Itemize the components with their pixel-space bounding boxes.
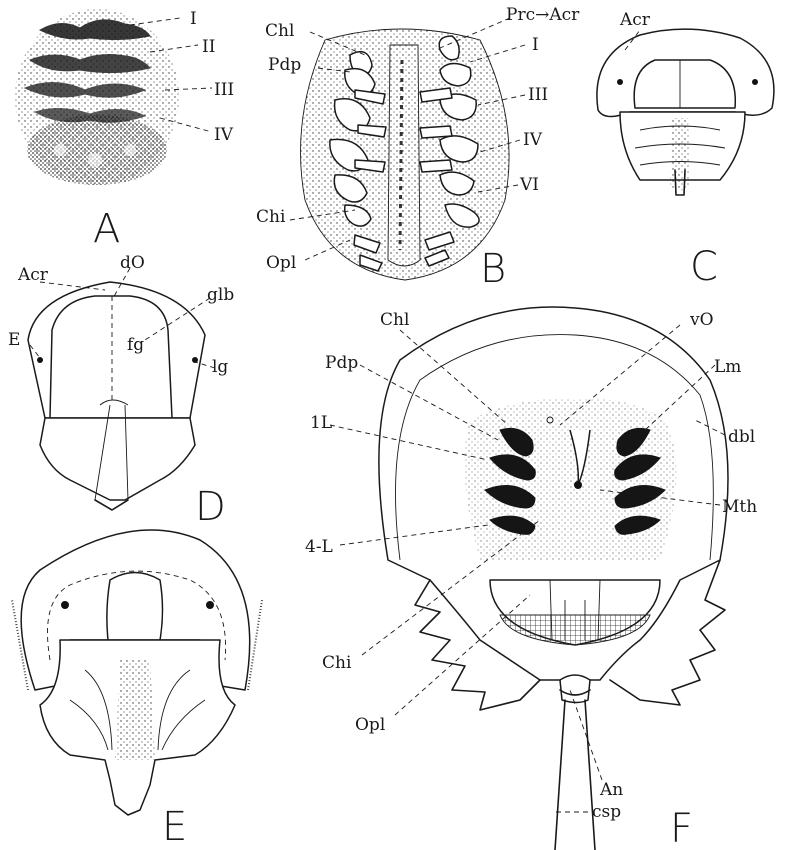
panel-b: Chl Pdp Prc→Acr I III IV VI Chi Opl B [256,5,580,292]
label-f-dbl: dbl [728,427,755,447]
label-b-iii: III [528,85,548,105]
label-b-chi: Chi [256,207,286,227]
label-a-iii: III [214,80,234,100]
panel-e-larva-drawing [12,530,262,815]
panel-b-embryo-drawing [301,29,510,280]
panel-a: I II III IV A [15,9,234,252]
label-f-pdp: Pdp [325,353,358,373]
panel-d-larva-drawing [28,282,205,510]
label-b-vi: VI [519,175,539,195]
panel-c-larva-drawing [597,29,774,195]
label-f-vo: vO [689,310,714,330]
label-d-glb: glb [207,285,234,305]
label-d-lg: lg [212,357,228,377]
label-a-ii: II [202,37,215,57]
label-b-prc-acr: Prc→Acr [506,5,580,25]
figure-letter-f: F [670,806,693,850]
label-f-1l: 1L [310,413,332,433]
label-f-mth: Mth [722,497,757,517]
label-c-acr: Acr [619,10,651,30]
figure-letter-c: C [690,244,718,290]
label-a-i: I [190,9,197,29]
label-b-opl: Opl [266,253,296,273]
figure-letter-b: B [480,246,506,292]
label-b-i: I [532,35,539,55]
label-d-fg: fg [127,335,144,355]
label-f-chi: Chi [322,653,352,673]
figure-letter-d: D [195,484,226,530]
label-b-chl: Chl [265,21,294,41]
label-f-chl: Chl [380,310,409,330]
label-d-do: dO [120,253,145,273]
label-f-opl: Opl [355,715,385,735]
panel-c: Acr C [597,10,774,290]
label-b-iv: IV [523,130,543,150]
panel-e: E [12,530,262,850]
figure-letter-e: E [162,804,187,850]
panel-f: Chl vO Pdp Lm 1L dbl Mth 4-L Chi Opl An … [305,307,757,850]
panel-d: Acr dO glb E fg lg D [8,253,234,530]
label-a-iv: IV [214,125,234,145]
label-b-pdp: Pdp [268,55,301,75]
label-f-an: An [599,780,623,800]
label-d-acr: Acr [17,265,49,285]
label-d-e: E [8,330,20,350]
label-f-lm: Lm [714,357,741,377]
panel-f-ventral-view-drawing [379,307,728,850]
figure-letter-a: A [93,206,120,252]
label-f-csp: csp [592,802,621,822]
panel-a-embryo-drawing [15,9,179,185]
label-f-4l: 4-L [305,537,333,557]
